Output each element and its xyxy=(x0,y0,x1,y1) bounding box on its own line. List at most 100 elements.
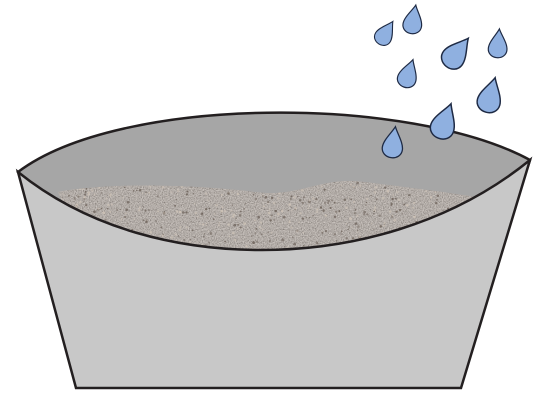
sand-grain xyxy=(218,222,220,224)
sand-grain xyxy=(85,188,87,190)
sand-grain xyxy=(213,218,215,220)
sand-grain xyxy=(264,196,267,199)
sand-grain xyxy=(374,226,375,227)
sand-grain xyxy=(142,208,143,209)
sand-grain xyxy=(355,223,357,225)
sand-grain xyxy=(518,222,519,223)
sand-grain xyxy=(293,196,296,199)
sand-grain xyxy=(522,197,524,199)
sand-grain xyxy=(316,208,318,210)
sand-grain xyxy=(208,241,210,243)
sand-grain xyxy=(365,204,366,205)
sand-grain xyxy=(229,235,231,237)
sand-grain xyxy=(363,211,366,214)
sand-grain xyxy=(346,237,348,239)
sand-grain xyxy=(435,202,437,204)
sand-grain xyxy=(267,201,269,203)
sand-grain xyxy=(336,240,337,241)
sand-grain xyxy=(206,223,207,224)
sand-grain xyxy=(201,212,203,214)
sand-grain xyxy=(437,209,439,211)
sand-grain xyxy=(271,232,273,234)
sand-grain xyxy=(273,202,276,205)
sand-grain xyxy=(312,198,314,200)
sand-grain xyxy=(327,199,330,202)
sand-grain xyxy=(237,193,239,195)
sand-grain xyxy=(133,190,135,192)
sand-grain xyxy=(210,232,213,235)
sand-grain xyxy=(208,230,209,231)
sand-grain xyxy=(126,223,127,224)
sand-grain xyxy=(160,226,162,228)
sand-grain xyxy=(322,209,325,212)
sand-grain xyxy=(111,204,113,206)
sand-grain xyxy=(384,222,386,224)
sand-grain xyxy=(322,231,323,232)
sand-grain xyxy=(202,223,204,225)
sand-grain xyxy=(522,244,525,247)
sand-grain xyxy=(266,207,267,208)
sand-grain xyxy=(289,220,290,221)
sand-grain xyxy=(148,192,150,194)
sand-grain xyxy=(508,253,510,255)
sand-grain xyxy=(143,219,145,221)
sand-grain xyxy=(139,189,142,192)
sand-grain xyxy=(307,207,309,209)
sand-grain xyxy=(176,212,177,213)
sand-grain xyxy=(391,216,393,218)
sand-grain xyxy=(425,190,427,192)
sand-grain xyxy=(105,219,107,221)
sand-grain xyxy=(430,196,432,198)
sand-grain xyxy=(406,211,407,212)
sand-grain xyxy=(231,191,232,192)
sand-grain xyxy=(191,221,192,222)
sand-grain xyxy=(511,237,513,239)
sand-grain xyxy=(124,216,126,218)
sand-grain xyxy=(186,190,188,192)
sand-grain xyxy=(109,194,112,197)
sand-grain xyxy=(162,186,165,189)
sand-grain xyxy=(174,205,176,207)
sand-grain xyxy=(83,196,85,198)
sand-grain xyxy=(232,232,235,235)
sand-grain xyxy=(87,194,89,196)
sand-grain xyxy=(145,193,146,194)
raindrop-icon xyxy=(402,3,425,35)
sand-grain xyxy=(310,194,311,195)
sand-grain xyxy=(406,204,408,206)
sand-grain xyxy=(91,189,93,191)
sand-grain xyxy=(338,210,340,212)
sand-grain xyxy=(370,195,372,197)
sand-grain xyxy=(270,219,272,221)
sand-grain xyxy=(218,224,220,226)
sand-grain xyxy=(263,205,265,207)
sand-grain xyxy=(175,233,177,235)
sand-grain xyxy=(321,186,323,188)
sand-grain xyxy=(268,212,271,215)
sand-grain xyxy=(299,199,302,202)
sand-grain xyxy=(391,198,393,200)
raindrop-icon xyxy=(475,75,507,115)
sand-grain xyxy=(88,192,90,194)
sand-grain xyxy=(177,194,178,195)
sand-grain xyxy=(269,209,271,211)
sand-grain xyxy=(302,202,304,204)
sand-grain xyxy=(281,239,284,242)
sand-grain xyxy=(343,198,346,201)
sand-grain xyxy=(167,195,168,196)
sand-grain xyxy=(376,198,378,200)
sand-grain xyxy=(255,228,257,230)
sand-grain xyxy=(306,217,308,219)
sand-grain xyxy=(510,241,513,244)
sand-grain xyxy=(256,241,258,243)
sand-grain xyxy=(229,217,230,218)
sand-grain xyxy=(297,196,299,198)
sand-grain xyxy=(75,206,77,208)
sand-grain xyxy=(262,228,264,230)
sand-grain xyxy=(220,214,221,215)
sand-grain xyxy=(75,197,76,198)
sand-grain xyxy=(346,223,347,224)
sand-grain xyxy=(207,217,208,218)
sand-grain xyxy=(320,206,322,208)
